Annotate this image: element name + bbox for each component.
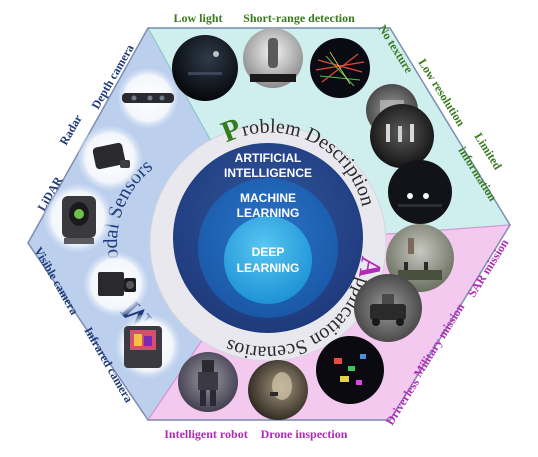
infrared-camera-icon xyxy=(116,314,180,378)
radar-sensor-icon xyxy=(78,126,142,190)
hexagon-outline xyxy=(27,27,511,421)
dl-label-line1: DEEP xyxy=(252,245,285,259)
drone-inspection-photo-icon xyxy=(248,360,308,420)
military-robot-photo-icon xyxy=(354,274,422,342)
short-range-scene-photo-icon xyxy=(243,28,303,88)
sensor-label-radar: Radar xyxy=(56,112,85,148)
point-cloud-photo-icon xyxy=(310,38,370,98)
visible-camera-icon xyxy=(84,252,148,316)
scenario-label-drone-inspection: Drone inspection xyxy=(261,427,348,441)
ml-label-line1: MACHINE xyxy=(240,191,296,205)
night-scene-photo-icon xyxy=(172,35,238,101)
low-resolution-thermal-photo-icon xyxy=(370,104,434,168)
ai-label-line1: ARTIFICIAL xyxy=(235,151,302,165)
scenario-label-intelligent-robot: Intelligent robot xyxy=(164,427,247,441)
ai-label-line2: INTELLIGENCE xyxy=(224,166,312,180)
problem-label-low-light: Low light xyxy=(173,11,222,25)
depth-camera-icon xyxy=(118,68,178,128)
dl-label-line2: LEARNING xyxy=(237,261,300,275)
dl-circle xyxy=(224,216,312,304)
limited-info-night-road-photo-icon xyxy=(388,160,452,224)
ml-label-line2: LEARNING xyxy=(237,206,300,220)
lidar-sensor-icon xyxy=(44,184,112,252)
driverless-detection-photo-icon xyxy=(316,336,384,404)
intelligent-robot-photo-icon xyxy=(178,352,238,412)
problem-label-short-range: Short-range detection xyxy=(243,11,355,25)
sar-mission-photo-icon xyxy=(386,224,454,292)
